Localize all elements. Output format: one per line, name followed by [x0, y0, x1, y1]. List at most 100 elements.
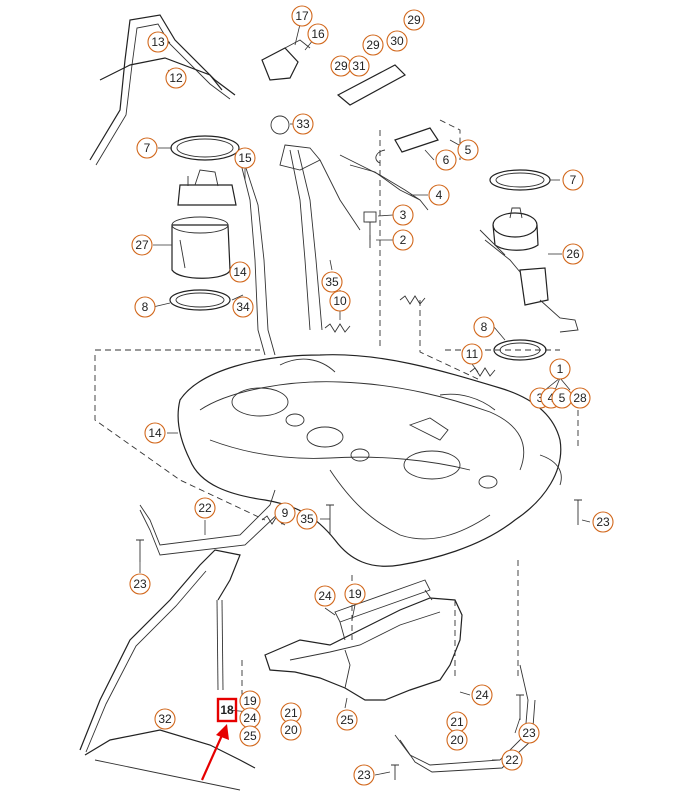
- callout-20: 20: [280, 719, 302, 741]
- callout-number: 22: [505, 753, 519, 767]
- highlighted-part-label: 18: [216, 697, 238, 723]
- callout-7: 7: [562, 169, 584, 191]
- callout-6: 6: [435, 149, 457, 171]
- callout-3: 3: [392, 204, 414, 226]
- callout-circle: [348, 55, 370, 77]
- callout-circle: [549, 358, 571, 380]
- callout-number: 16: [311, 27, 325, 41]
- highlight-box: [216, 697, 238, 723]
- callout-circle: [461, 343, 483, 365]
- callout-number: 8: [481, 320, 488, 334]
- bolts: [136, 221, 582, 780]
- callout-26: 26: [562, 243, 584, 265]
- callout-circle: [280, 719, 302, 741]
- callout-circle: [165, 67, 187, 89]
- callout-number: 23: [133, 577, 147, 591]
- callout-number: 35: [300, 512, 314, 526]
- fuel-pump-right: [479, 169, 579, 361]
- callout-circle: [321, 271, 343, 293]
- callout-number: 20: [450, 733, 464, 747]
- callout-circle: [392, 229, 414, 251]
- callout-29: 29: [330, 55, 352, 77]
- callout-23: 23: [518, 722, 540, 744]
- callout-22: 22: [194, 497, 216, 519]
- callout-circle: [291, 5, 313, 27]
- callout-number: 23: [357, 768, 371, 782]
- callout-circle: [353, 764, 375, 786]
- callout-circle: [307, 23, 329, 45]
- callout-number: 17: [295, 9, 309, 23]
- callout-25: 25: [239, 725, 261, 747]
- callout-circle: [518, 722, 540, 744]
- callout-24: 24: [239, 707, 261, 729]
- callout-circle: [403, 9, 425, 31]
- callout-19: 19: [344, 583, 366, 605]
- callout-circle: [147, 31, 169, 53]
- callout-circle: [314, 585, 336, 607]
- callout-23: 23: [592, 511, 614, 533]
- callout-circle: [592, 511, 614, 533]
- callout-number: 31: [352, 59, 366, 73]
- callout-number: 26: [566, 247, 580, 261]
- callout-number: 6: [443, 153, 450, 167]
- callout-circle: [234, 147, 256, 169]
- callout-circle: [131, 234, 153, 256]
- callout-24: 24: [471, 684, 493, 706]
- callout-circle: [232, 296, 254, 318]
- callout-number: 11: [466, 347, 479, 361]
- callout-circle: [194, 497, 216, 519]
- callout-circle: [154, 708, 176, 730]
- callout-number: 29: [366, 38, 380, 52]
- callout-5: 5: [457, 139, 479, 161]
- callout-circle: [428, 184, 450, 206]
- callout-4: 4: [428, 184, 450, 206]
- callout-number: 20: [284, 723, 298, 737]
- callout-number: 7: [570, 173, 577, 187]
- callout-circle: [386, 30, 408, 52]
- callout-circle: [129, 573, 151, 595]
- callout-number: 24: [475, 688, 489, 702]
- callout-number: 27: [135, 238, 149, 252]
- callout-35: 35: [296, 508, 318, 530]
- callout-circle: [229, 261, 251, 283]
- callout-circle: [501, 749, 523, 771]
- callout-circle: [473, 316, 495, 338]
- callout-17: 17: [291, 5, 313, 27]
- callout-circle: [562, 169, 584, 191]
- callout-28: 28: [569, 387, 591, 409]
- callout-29: 29: [403, 9, 425, 31]
- callout-circle: [136, 137, 158, 159]
- callout-14: 14: [229, 261, 251, 283]
- callout-number: 32: [158, 712, 172, 726]
- callout-21: 21: [280, 702, 302, 724]
- callout-number: 8: [142, 300, 149, 314]
- callout-circle: [134, 296, 156, 318]
- heat-shield: [264, 579, 463, 701]
- callout-23: 23: [129, 573, 151, 595]
- callout-30: 30: [386, 30, 408, 52]
- callout-number: 7: [144, 141, 151, 155]
- callout-1: 1: [549, 358, 571, 380]
- callout-number: 5: [559, 391, 566, 405]
- callout-13: 13: [147, 31, 169, 53]
- callout-number: 23: [596, 515, 610, 529]
- callout-14: 14: [144, 422, 166, 444]
- callout-24: 24: [314, 585, 336, 607]
- callout-15: 15: [234, 147, 256, 169]
- callout-circle: [446, 729, 468, 751]
- callout-number: 29: [334, 59, 348, 73]
- callout-16: 16: [307, 23, 329, 45]
- callout-2: 2: [392, 229, 414, 251]
- callout-7: 7: [136, 137, 158, 159]
- callout-circle: [392, 204, 414, 226]
- callout-number: 15: [238, 151, 252, 165]
- callout-29: 29: [362, 34, 384, 56]
- callout-22: 22: [501, 749, 523, 771]
- callout-9: 9: [274, 502, 296, 524]
- callout-number: 21: [450, 715, 464, 729]
- callout-circle: [362, 34, 384, 56]
- callout-20: 20: [446, 729, 468, 751]
- callout-11: 11: [461, 343, 483, 365]
